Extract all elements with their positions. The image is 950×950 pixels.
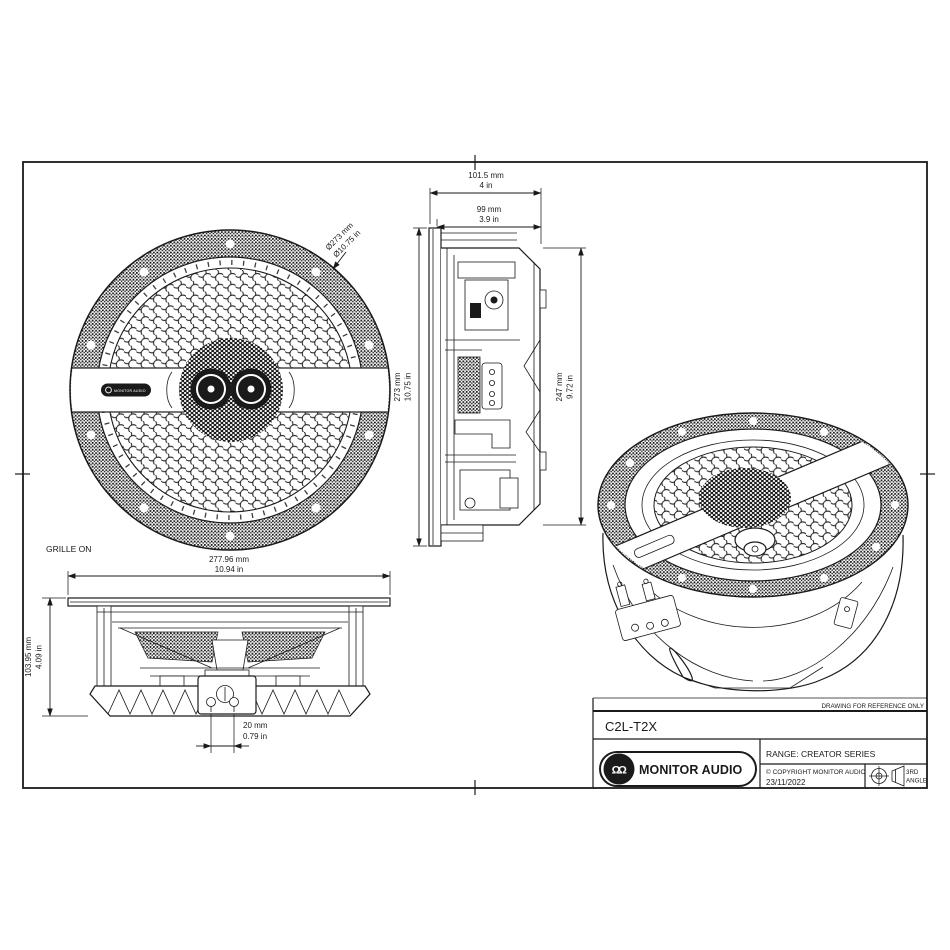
third-angle-symbol: 3RD ANGLE [869, 765, 927, 787]
monitor-audio-roundel-icon [105, 386, 112, 394]
model-number: C2L-T2X [605, 719, 657, 734]
bar-right-arc [288, 371, 295, 409]
dim-cutout-height-in: 9.72 in [566, 375, 575, 399]
dim-height-overall-mm: 273 mm [393, 372, 402, 401]
dim-height-overall: 273 mm 10.75 in [393, 227, 427, 547]
dim-depth-overall-mm: 101.5 mm [468, 171, 504, 180]
dim-grille-on-height-mm: 103.95 mm [24, 637, 33, 677]
bar-brand-text: MONITOR AUDIO [114, 389, 146, 393]
isometric-view [597, 412, 909, 692]
dim-terminal-spacing: 20 mm 0.79 in [196, 714, 268, 753]
dim-terminal-spacing-in: 0.79 in [243, 732, 267, 741]
dim-grille-on-width-in: 10.94 in [215, 565, 243, 574]
iso-mounting-holes [607, 417, 899, 593]
iso-clamp [833, 597, 859, 629]
side-flange [428, 227, 442, 547]
dim-grille-on-height-in: 4.09 in [35, 645, 44, 669]
dim-terminal-spacing-mm: 20 mm [243, 721, 268, 730]
projection-line2: ANGLE [906, 778, 927, 785]
iso-terminal-block [615, 578, 681, 641]
grille-on-view: GRILLE ON [24, 544, 391, 753]
dim-cutout-height-mm: 247 mm [555, 372, 564, 401]
projection-cone-icon [891, 765, 905, 787]
brand-name: MONITOR AUDIO [639, 763, 743, 777]
grille-mounting-holes [86, 239, 374, 541]
title-block: DRAWING FOR REFERENCE ONLY C2L-T2X RANGE… [592, 697, 927, 788]
dim-depth-overall: 101.5 mm 4 in [429, 171, 542, 244]
bar-logo: MONITOR AUDIO [101, 383, 151, 397]
dual-tweeter-assembly [179, 338, 283, 442]
dim-depth-overall-in: 4 in [480, 181, 493, 190]
dim-grille-on-width-mm: 277.96 mm [209, 555, 249, 564]
dim-depth-body-in: 3.9 in [479, 215, 499, 224]
reference-note: DRAWING FOR REFERENCE ONLY [822, 703, 924, 710]
projection-line1: 3RD [906, 769, 919, 776]
dim-height-overall-in: 10.75 in [404, 373, 413, 401]
side-internal-detail [440, 261, 547, 542]
dim-cutout-height: 247 mm 9.72 in [543, 247, 586, 526]
grille-on-label: GRILLE ON [46, 544, 91, 554]
iso-tweeter-assembly [699, 468, 791, 528]
range-label: RANGE: CREATOR SERIES [766, 749, 876, 759]
dim-depth-body: 99 mm 3.9 in [436, 205, 542, 230]
dim-grille-on-width: 277.96 mm 10.94 in [67, 555, 391, 595]
bar-left-arc [166, 371, 173, 409]
grille-on-terminal-block [197, 669, 257, 715]
copyright-label: © COPYRIGHT MONITOR AUDIO [766, 768, 866, 776]
monitor-audio-roundel-icon [603, 753, 635, 785]
dim-grille-diameter: Ø273 mm Ø10.75 in [324, 221, 362, 270]
brand-logo: ΩΩ MONITOR AUDIO [599, 751, 757, 787]
grille-on-body [89, 605, 371, 717]
sheet-frame [15, 155, 935, 795]
date-label: 23/11/2022 [766, 778, 806, 787]
front-view: MONITOR AUDIO Ø273 mm Ø10.75 in [69, 221, 391, 551]
dim-depth-body-mm: 99 mm [477, 205, 502, 214]
side-view: 101.5 mm 4 in 99 mm 3.9 in 273 mm 10.75 … [393, 171, 586, 547]
dim-grille-on-height: 103.95 mm 4.09 in [24, 597, 88, 717]
